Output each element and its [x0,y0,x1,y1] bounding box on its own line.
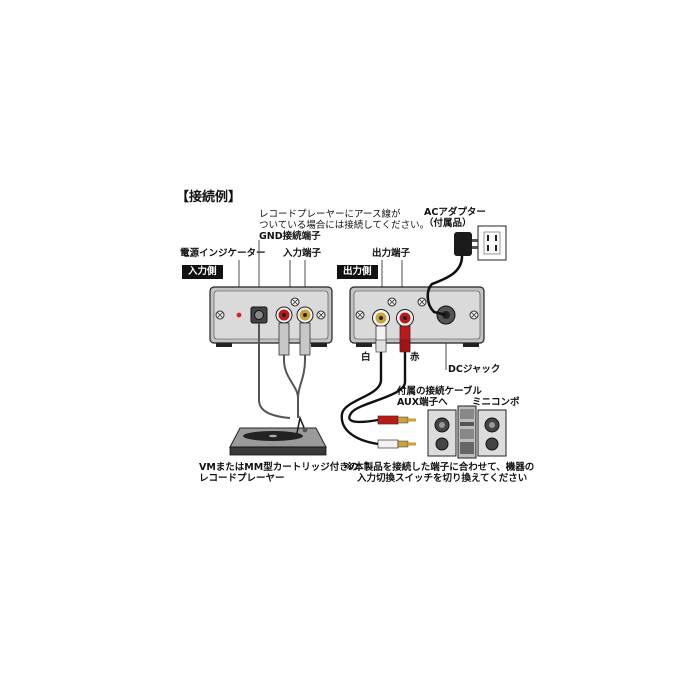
white-label: 白 [361,352,371,363]
switch-note-line2: 入力切換スイッチを切り換えてください [357,473,528,484]
mini-compo-icon [427,405,507,459]
output-device [349,286,485,347]
output-terminal-label: 出力端子 [372,248,411,259]
input-red-jack-icon [275,306,293,324]
mini-compo-label: ミニコンポ [472,397,520,408]
output-cables [340,352,407,446]
screw-icon [215,310,225,320]
ground-note-line2: ついている場合には接続してください。 [259,220,430,231]
screw-icon [387,297,397,307]
output-white-jack-icon [372,309,390,327]
ac-adapter-icon [454,232,478,256]
cable-note-line2: AUX端子へ [397,397,448,408]
gnd-terminal-icon [250,306,268,324]
aux-white-plug-icon [377,439,416,449]
turntable-caption-line1: VMまたはMM型カートリッジ付きの [199,462,359,473]
ac-adapter-sub-label: （付属品） [424,218,472,229]
input-terminal-label: 入力端子 [283,248,322,259]
turntable-icon [229,415,327,456]
turntable-caption-line2: レコードプレーヤー [199,473,285,484]
dc-jack-label: DCジャック [448,364,501,375]
ground-note-line1: レコードプレーヤーにアース線が [259,209,401,220]
input-side-tag: 入力側 [182,265,223,279]
ac-adapter-cable [426,255,464,317]
wall-outlet-icon [477,225,507,261]
screw-icon [316,310,326,320]
output-red-jack-icon [396,309,414,327]
ac-adapter-label: ACアダプター [424,207,486,218]
cable-note-line1: 付属の接続ケーブル [397,386,482,397]
switch-note-line1: ※本製品を接続した端子に合わせて、機器の [345,462,535,473]
red-label: 赤 [410,352,420,363]
heading: 【接続例】 [176,190,242,205]
power-indicator-label: 電源インジケーター [180,248,266,259]
screw-icon [469,310,479,320]
input-device [209,286,333,347]
input-plugs [278,322,311,356]
screw-icon [290,297,300,307]
gnd-terminal-label: GND接続端子 [259,231,321,242]
aux-red-plug-icon [377,415,416,425]
power-led-icon [236,312,242,318]
screw-icon [417,297,427,307]
output-cable-plugs [375,325,411,353]
screw-icon [355,310,365,320]
output-side-tag: 出力側 [337,265,378,279]
input-white-jack-icon [296,306,314,324]
input-cables [258,323,306,419]
